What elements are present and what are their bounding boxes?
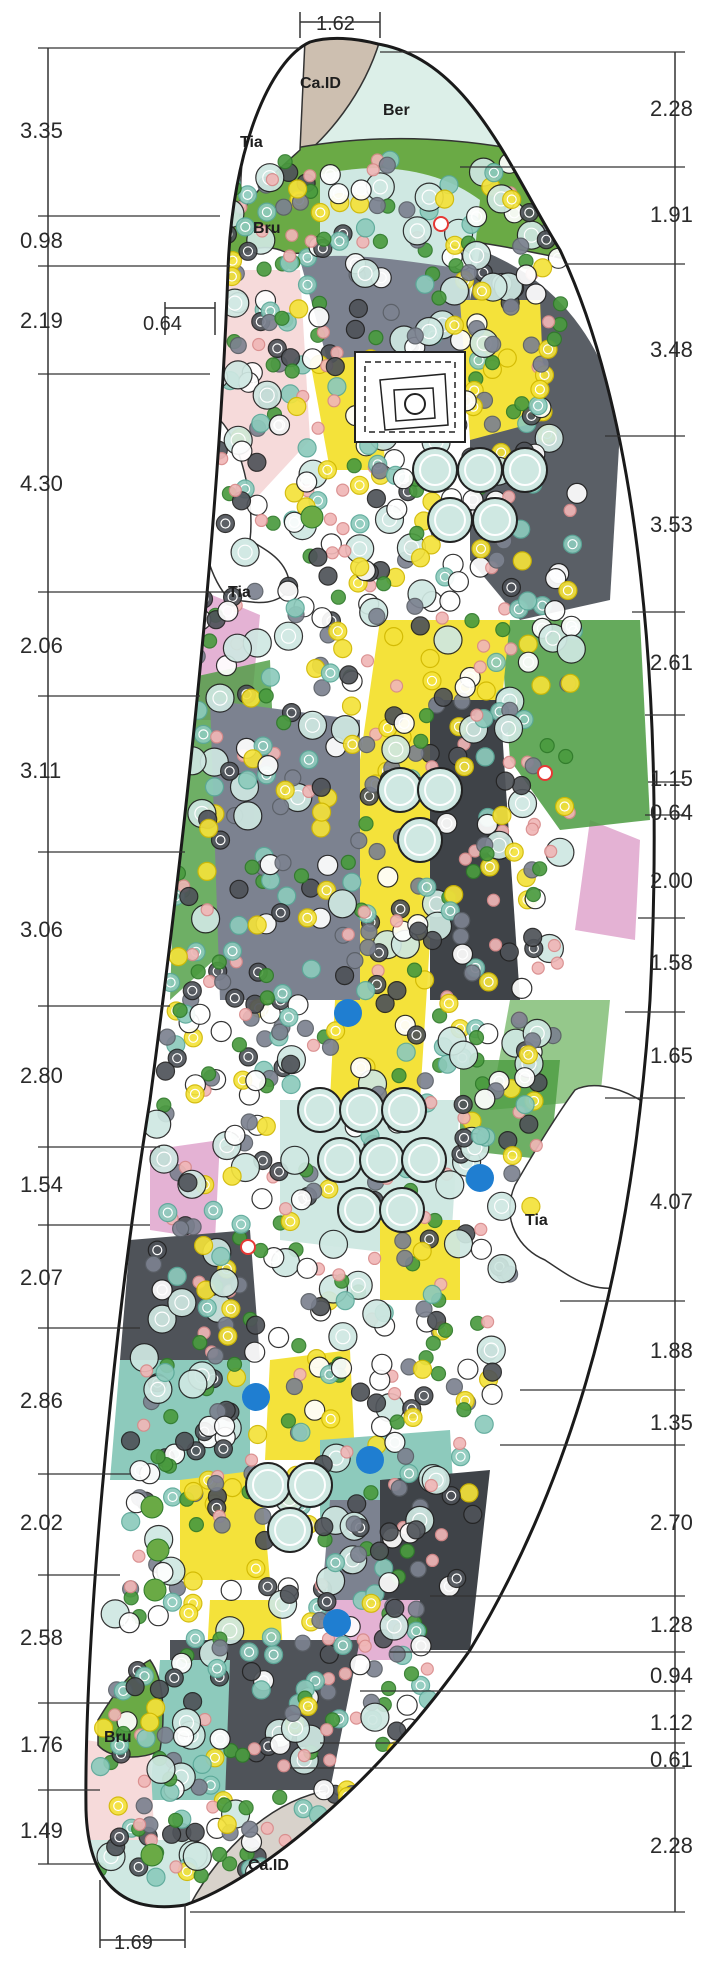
bed-outline	[84, 36, 656, 1909]
right-dimension-label: 1.58	[650, 950, 693, 975]
inner-dimension-label: 0.64	[143, 313, 182, 335]
right-dimension-label: 1.35	[650, 1410, 693, 1435]
right-dimension-label: 1.88	[650, 1338, 693, 1363]
right-dimension-label: 0.64	[650, 800, 693, 825]
right-dimension-label: 0.94	[650, 1663, 693, 1688]
zone-label-tia-top: Tia	[240, 134, 263, 151]
left-dimension-label: 2.86	[20, 1388, 63, 1413]
zone-label-bru-top: Bru	[253, 220, 281, 237]
zone-label-tia-right: Tia	[525, 1212, 548, 1229]
right-dimension-label: 2.28	[650, 1833, 693, 1858]
left-dimension-label: 2.80	[20, 1063, 63, 1088]
zone-label-ca-id-bottom: Ca.ID	[248, 1857, 289, 1874]
right-dimension-label: 3.48	[650, 337, 693, 362]
left-dimension-label: 1.49	[20, 1818, 63, 1843]
right-dimension-label: 2.00	[650, 868, 693, 893]
right-dimension-label: 1.12	[650, 1710, 693, 1735]
zone-label-tia-mid-left: Tia	[228, 584, 251, 601]
left-dimension-label: 2.07	[20, 1265, 63, 1290]
zone-label-ca-id-top: Ca.ID	[300, 75, 341, 92]
top-width-label: 1.62	[316, 13, 355, 35]
right-dimension-label: 2.70	[650, 1510, 693, 1535]
right-dimension-label: 1.28	[650, 1612, 693, 1637]
left-dimension-label: 2.58	[20, 1625, 63, 1650]
pavilion-structure	[354, 351, 466, 443]
plant-symbols	[90, 150, 588, 1888]
right-dimension-label: 4.07	[650, 1189, 693, 1214]
right-dimension-label: 3.53	[650, 512, 693, 537]
bottom-width-label: 1.69	[114, 1932, 153, 1954]
right-dimension-label: 2.61	[650, 650, 693, 675]
right-dimension-label: 0.61	[650, 1747, 693, 1772]
left-dimension-label: 0.98	[20, 228, 63, 253]
zone-label-bru-bottom: Bru	[104, 1729, 132, 1746]
left-dimension-label: 3.06	[20, 917, 63, 942]
left-dimension-label: 3.11	[20, 758, 61, 783]
left-dimension-label: 1.54	[20, 1172, 63, 1197]
dimension-annotations: 3.35 0.98 2.19 4.30 2.06 3.11 3.06 2.80 1.54 2.07…	[20, 47, 693, 1913]
left-dimension-label: 2.06	[20, 633, 63, 658]
right-dimension-label: 1.15	[650, 766, 693, 791]
left-dimension-label: 1.76	[20, 1732, 63, 1757]
left-dimension-label: 2.19	[20, 308, 63, 333]
left-dimension-label: 2.02	[20, 1510, 63, 1535]
right-dimension-label: 1.91	[650, 202, 693, 227]
zone-label-ber: Ber	[383, 102, 410, 119]
inner-dimension: 0.64	[143, 302, 216, 335]
left-dimension-label: 4.30	[20, 471, 63, 496]
bottom-width-dimension: 1.69	[99, 1880, 186, 1954]
right-dimension-label: 2.28	[650, 96, 693, 121]
right-dimension-label: 1.65	[650, 1043, 693, 1068]
left-dimension-label: 3.35	[20, 118, 63, 143]
top-width-dimension: 1.62	[299, 12, 381, 38]
